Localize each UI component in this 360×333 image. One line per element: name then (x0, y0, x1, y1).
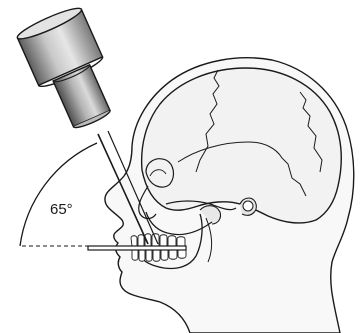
film-holder (88, 246, 186, 250)
angle-label: 65° (50, 201, 73, 218)
angle-arc (20, 143, 97, 246)
xray-tube (15, 4, 125, 137)
ear-canal (243, 201, 253, 211)
